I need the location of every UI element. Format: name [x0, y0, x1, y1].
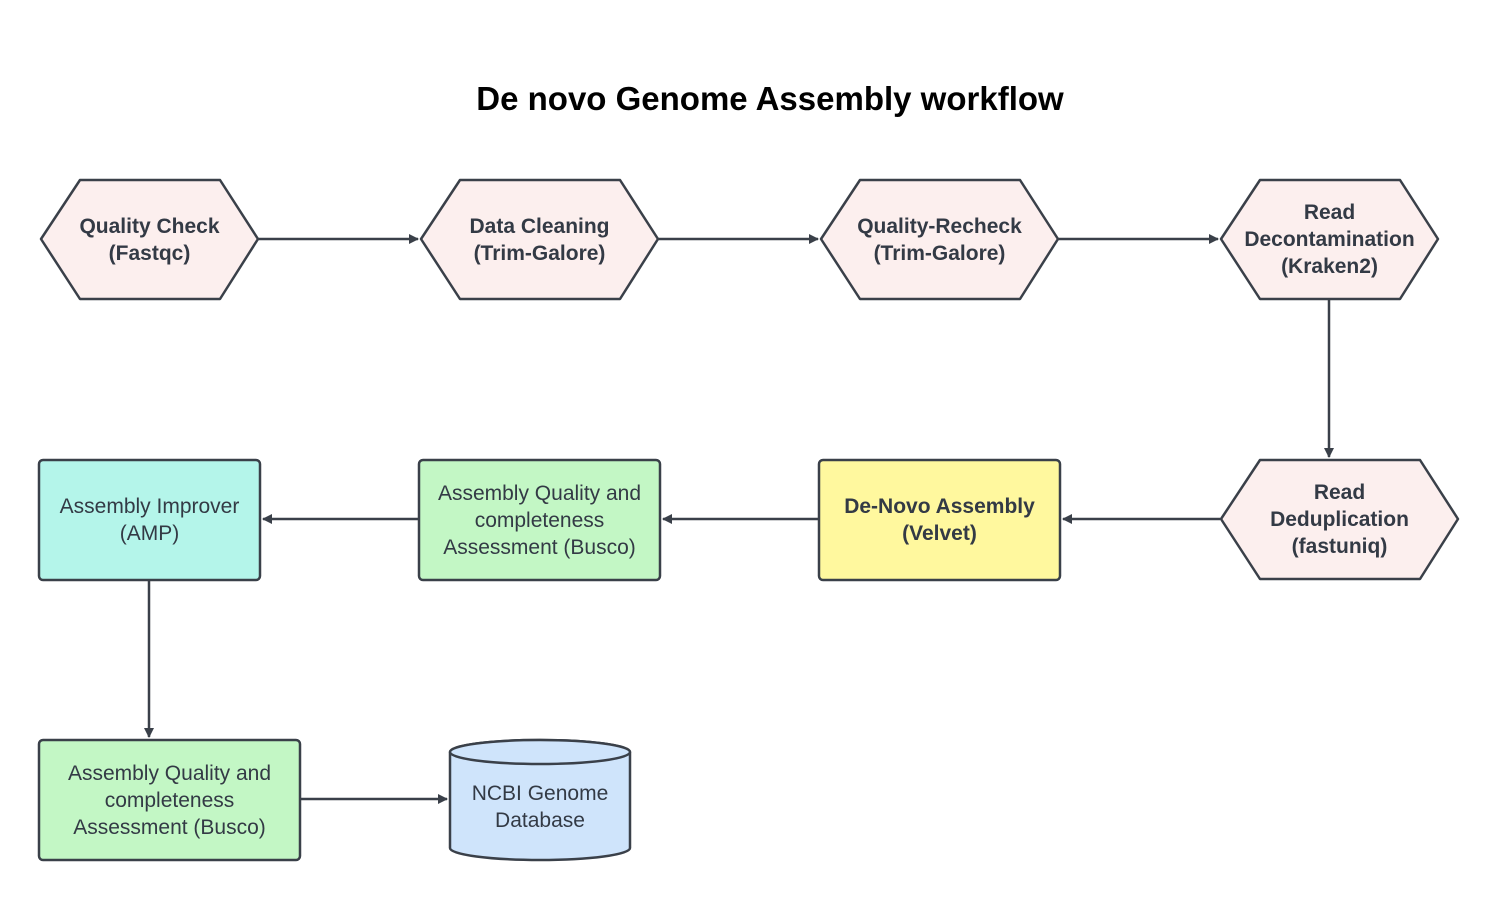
quality-recheck-node[interactable] [819, 178, 1060, 301]
assembly-improver-label: Assembly Improver (AMP) [39, 460, 260, 580]
assembly-improver-label-line-2: (AMP) [119, 522, 180, 545]
quality-check-node[interactable] [39, 178, 260, 301]
read-deduplication-label-line-2: Deduplication [1270, 508, 1409, 531]
data-cleaning-label: Data Cleaning (Trim-Galore) [421, 180, 658, 299]
ncbi-database-label: NCBI Genome Database [450, 757, 630, 857]
quality-recheck-label: Quality-Recheck (Trim-Galore) [821, 180, 1058, 299]
denovo-assembly-label-line-2: (Velvet) [902, 522, 977, 545]
read-deduplication-label-line-1: Read [1313, 481, 1366, 504]
assembly-improver-node[interactable] [37, 458, 262, 582]
read-deduplication-node[interactable] [1219, 458, 1460, 581]
denovo-assembly-label: De-Novo Assembly (Velvet) [819, 460, 1060, 580]
assembly-quality-1-label-line-1: Assembly Quality and [437, 481, 642, 505]
diagram-title: De novo Genome Assembly workflow [476, 80, 1064, 117]
quality-check-label-line-2: (Fastqc) [108, 241, 191, 265]
ncbi-database-node[interactable] [448, 738, 632, 862]
quality-recheck-label-line-2: (Trim-Galore) [873, 241, 1006, 265]
read-decontamination-label-line-3: (Kraken2) [1281, 255, 1378, 278]
data-cleaning-label-line-1: Data Cleaning [469, 214, 610, 238]
denovo-assembly-label-line-1: De-Novo Assembly [844, 495, 1035, 518]
data-cleaning-label-line-2: (Trim-Galore) [473, 241, 606, 265]
assembly-improver-label-line-1: Assembly Improver [59, 495, 240, 518]
assembly-quality-1-label-line-3: Assessment (Busco) [443, 535, 636, 559]
quality-check-label-line-1: Quality Check [79, 214, 220, 238]
assembly-quality-1-node[interactable] [417, 458, 662, 582]
assembly-quality-2-label-line-1: Assembly Quality and [67, 761, 272, 785]
ncbi-database-label-line-1: NCBI Genome [471, 782, 609, 805]
assembly-quality-2-label-line-3: Assessment (Busco) [73, 815, 266, 839]
read-deduplication-label: Read Deduplication (fastuniq) [1221, 460, 1458, 579]
assembly-quality-1-label-line-2: completeness [474, 508, 605, 532]
read-deduplication-label-line-3: (fastuniq) [1291, 535, 1388, 558]
read-decontamination-label: Read Decontamination (Kraken2) [1221, 180, 1438, 299]
quality-check-label: Quality Check (Fastqc) [41, 180, 258, 299]
assembly-quality-2-label: Assembly Quality and completeness Assess… [39, 740, 300, 860]
read-decontamination-label-line-2: Decontamination [1244, 228, 1415, 251]
read-decontamination-label-line-1: Read [1303, 201, 1356, 224]
denovo-assembly-node[interactable] [817, 458, 1062, 582]
assembly-quality-2-node[interactable] [37, 738, 302, 862]
assembly-quality-1-label: Assembly Quality and completeness Assess… [419, 460, 660, 580]
quality-recheck-label-line-1: Quality-Recheck [857, 214, 1022, 238]
assembly-quality-2-label-line-2: completeness [104, 788, 235, 812]
data-cleaning-node[interactable] [419, 178, 660, 301]
read-decontamination-node[interactable] [1219, 178, 1440, 301]
ncbi-database-label-line-2: Database [495, 809, 585, 832]
